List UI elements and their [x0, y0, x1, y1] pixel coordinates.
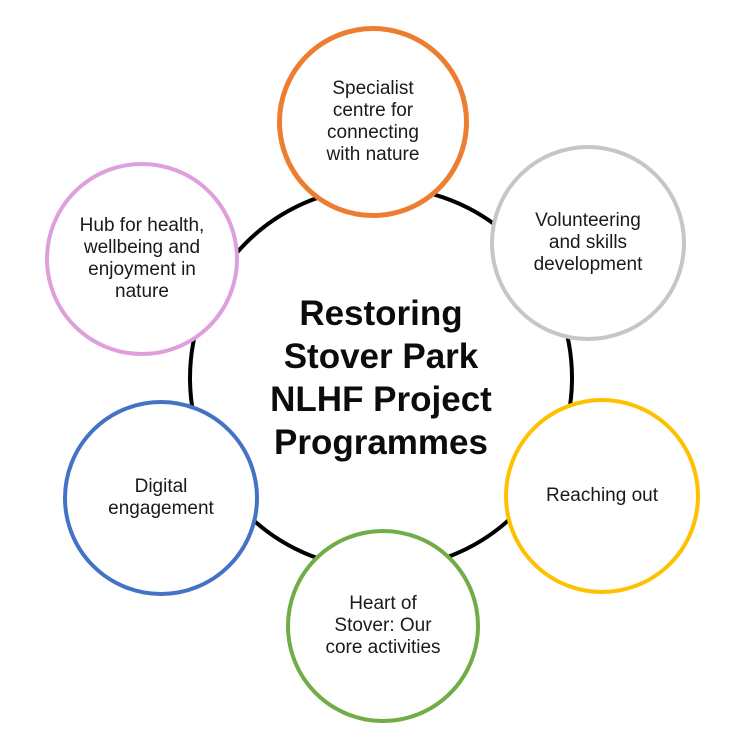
node-hub-health-wellbeing-label: Hub for health, wellbeing and enjoyment … — [79, 215, 205, 302]
node-digital-engagement-label: Digital engagement — [108, 476, 214, 519]
node-reaching-out: Reaching out — [504, 398, 700, 594]
central-title: Restoring Stover Park NLHF Project Progr… — [270, 294, 492, 462]
central-title-area: Restoring Stover Park NLHF Project Progr… — [188, 185, 574, 571]
node-reaching-out-label: Reaching out — [546, 485, 658, 506]
node-volunteering-skills: Volunteering and skills development — [490, 145, 686, 341]
node-specialist-centre-label: Specialist centre for connecting with na… — [326, 78, 420, 165]
node-specialist-centre: Specialist centre for connecting with na… — [277, 26, 469, 218]
node-heart-of-stover-label: Heart of Stover: Our core activities — [325, 593, 441, 658]
node-hub-health-wellbeing: Hub for health, wellbeing and enjoyment … — [45, 162, 239, 356]
node-digital-engagement: Digital engagement — [63, 400, 259, 596]
node-volunteering-skills-label: Volunteering and skills development — [533, 210, 643, 275]
node-heart-of-stover: Heart of Stover: Our core activities — [286, 529, 480, 723]
